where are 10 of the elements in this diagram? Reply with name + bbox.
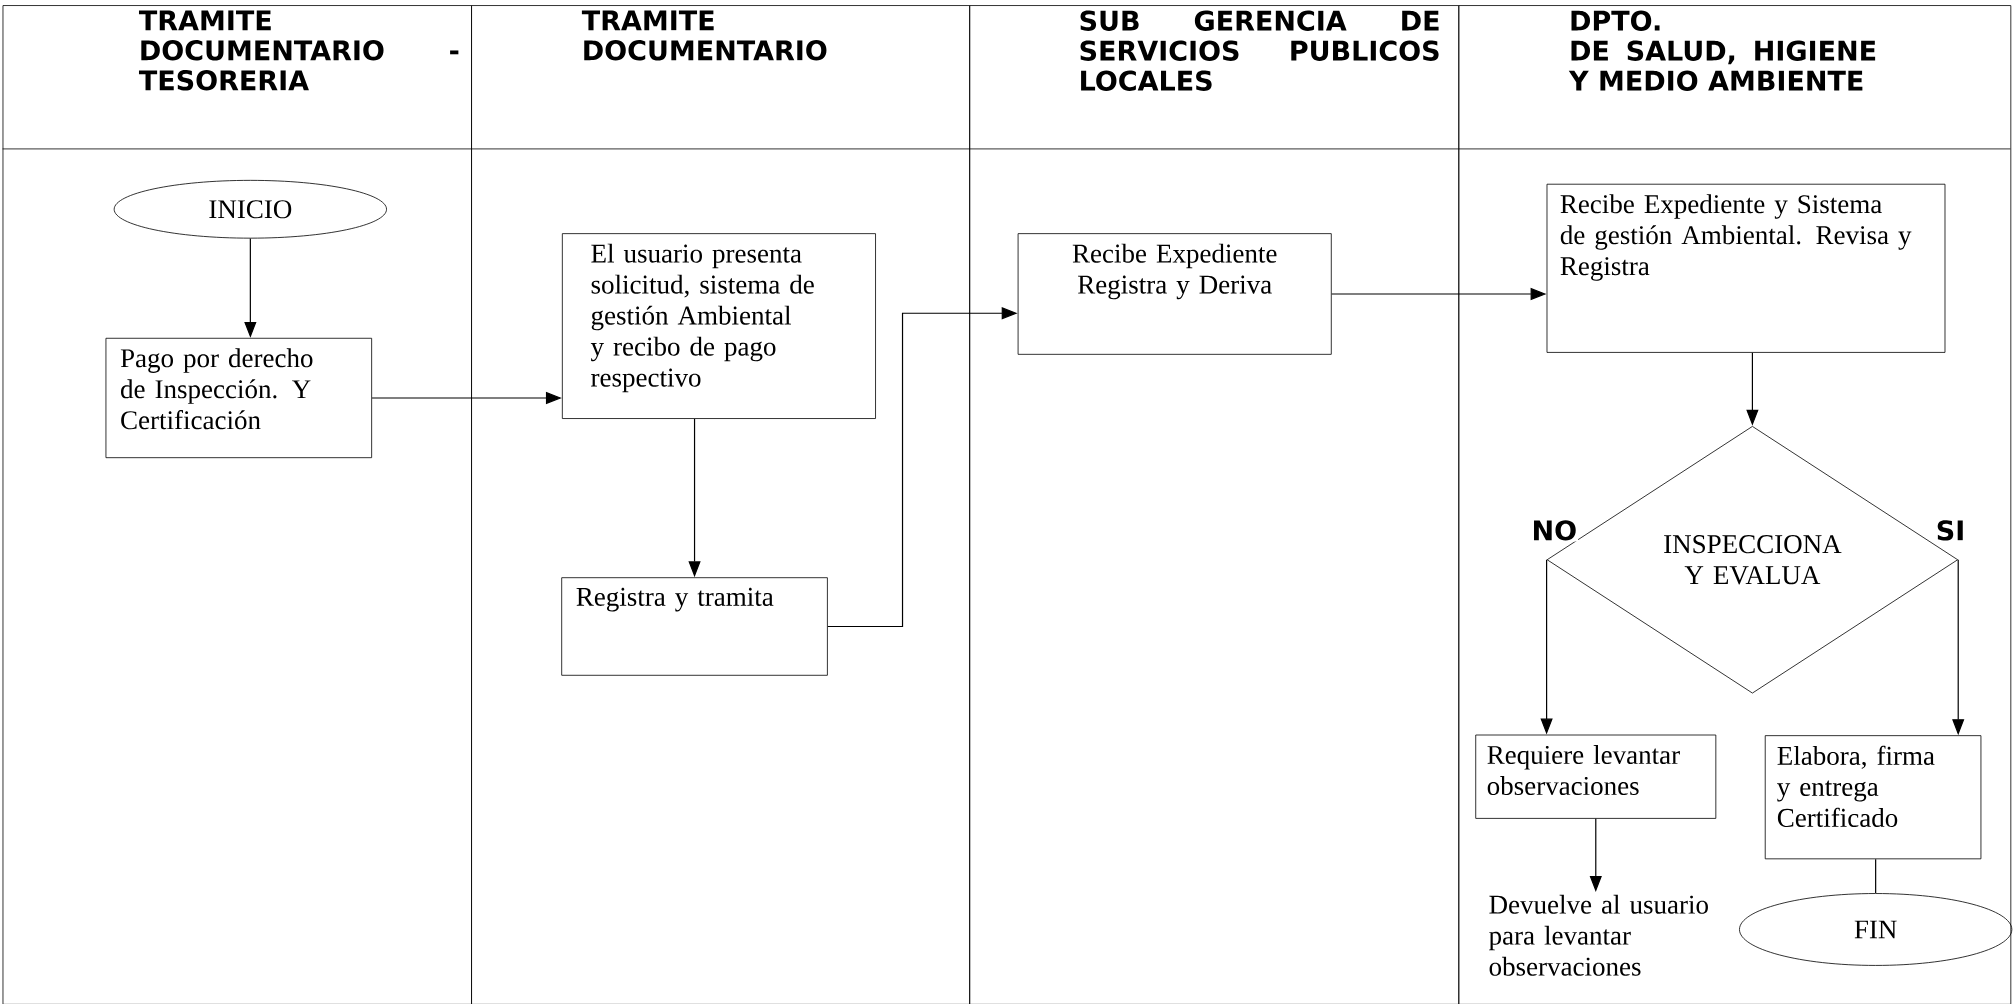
process-box: Pago por derecho de Inspección. Y Certificación [105,337,373,459]
process-box: Registra y tramita [561,577,828,676]
edge-label: NO [1530,519,1579,542]
process-box: Recibe Expediente y Sistema de gestión Ambiental. Revisa y Registra [1546,183,1946,353]
process-box: Recibe Expediente Registra y Deriva [1017,233,1332,355]
note-text: Devuelve al usuario para levantar observaciones [1489,894,1708,976]
process-box: Elabora, firma y entrega Certificado [1764,735,1982,860]
process-box: Requiere levantar observaciones [1475,734,1717,819]
connector-line [1875,858,1877,894]
process-box: El usuario presenta solicitud, sistema de gestión Ambiental y recibo de pago respectivo [561,233,876,419]
